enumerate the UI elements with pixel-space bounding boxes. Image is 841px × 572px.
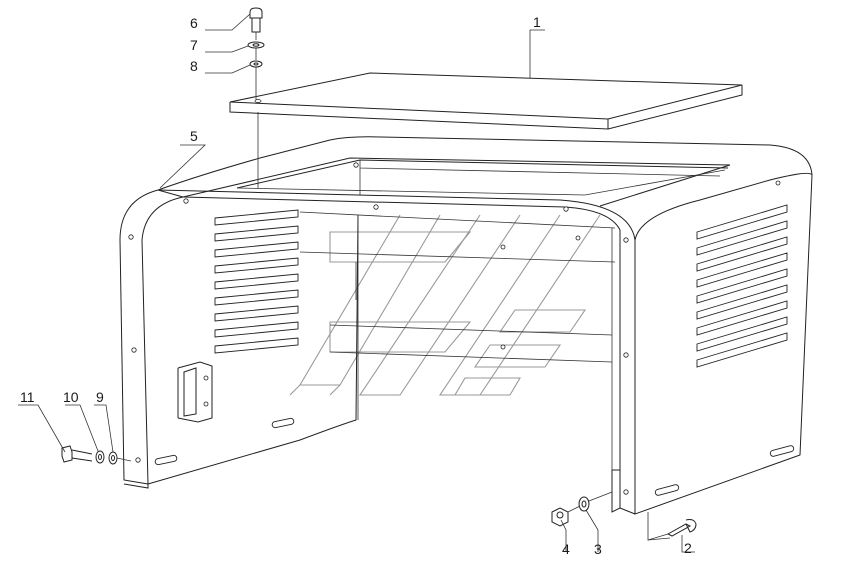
housing-frame [119, 136, 813, 515]
leader-lines [18, 13, 695, 553]
left-fastener-stack [61, 445, 132, 465]
callout-2: 2 [684, 540, 692, 556]
callout-11: 11 [20, 389, 35, 405]
callout-5: 5 [190, 128, 198, 144]
callout-8: 8 [190, 58, 198, 74]
bottom-fastener-stack [551, 491, 697, 541]
top-fastener-stack [247, 7, 265, 188]
callout-10: 10 [63, 389, 79, 405]
mounting-slots [154, 417, 795, 496]
right-vent-louvers [696, 204, 788, 368]
callout-4: 4 [562, 541, 570, 557]
callout-labels: 1 2 3 4 5 6 7 8 9 10 11 [20, 14, 692, 557]
bolt-holes [128, 162, 781, 495]
handle-bracket [177, 361, 213, 423]
callout-3: 3 [594, 541, 602, 557]
callout-6: 6 [190, 15, 198, 31]
watermark-logo [289, 214, 601, 396]
top-cover-plate [229, 72, 743, 130]
callout-7: 7 [190, 37, 198, 53]
left-vent-louvers [214, 209, 299, 354]
callout-9: 9 [96, 389, 104, 405]
callout-1: 1 [533, 14, 541, 30]
